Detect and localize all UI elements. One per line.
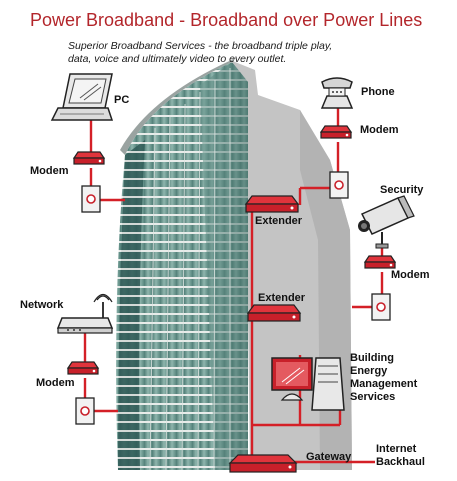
phone-modem-device xyxy=(319,125,353,139)
bems-label-line-4: Services xyxy=(350,391,396,403)
phone-power-outlet xyxy=(329,171,349,199)
diagram-subtitle: Superior Broadband Services - the broadb… xyxy=(68,40,333,65)
pc-modem-device xyxy=(72,151,106,165)
network-router-icon xyxy=(56,293,114,334)
network-power-outlet xyxy=(75,397,95,425)
phone-modem-label: Modem xyxy=(360,124,399,136)
extender-1-label: Extender xyxy=(255,215,303,227)
pc-modem-label: Modem xyxy=(30,165,69,177)
security-camera-icon xyxy=(358,195,415,249)
bems-label-line-1: Building xyxy=(350,352,394,364)
network-modem-label: Modem xyxy=(36,377,75,389)
diagram-title: Power Broadband - Broadband over Power L… xyxy=(30,10,423,30)
gateway-label: Gateway xyxy=(306,451,352,463)
security-label: Security xyxy=(380,184,424,196)
bems-label-line-2: Energy xyxy=(350,365,388,377)
bems-label: Building Energy Management Services xyxy=(350,352,417,404)
security-power-outlet xyxy=(371,293,391,321)
internet-label-line-1: Internet xyxy=(376,443,417,455)
internet-label-line-2: Backhaul xyxy=(376,456,425,468)
pc-power-outlet xyxy=(81,185,101,213)
security-modem-device xyxy=(363,255,397,269)
internet-backhaul-label: Internet Backhaul xyxy=(376,443,425,469)
network-label: Network xyxy=(20,299,64,311)
laptop-pc-icon xyxy=(50,73,114,121)
phone-label: Phone xyxy=(361,86,395,98)
bems-label-line-3: Management xyxy=(350,378,418,390)
gateway-device xyxy=(228,454,298,473)
pc-label: PC xyxy=(114,94,130,106)
security-modem-label: Modem xyxy=(391,269,430,281)
office-building xyxy=(116,58,352,471)
network-modem-device xyxy=(66,361,100,375)
extender-device-2 xyxy=(246,304,302,322)
extender-2-label: Extender xyxy=(258,292,306,304)
telephone-icon xyxy=(320,77,354,109)
bems-workstation-icon xyxy=(271,357,345,411)
extender-device-1 xyxy=(244,195,300,213)
